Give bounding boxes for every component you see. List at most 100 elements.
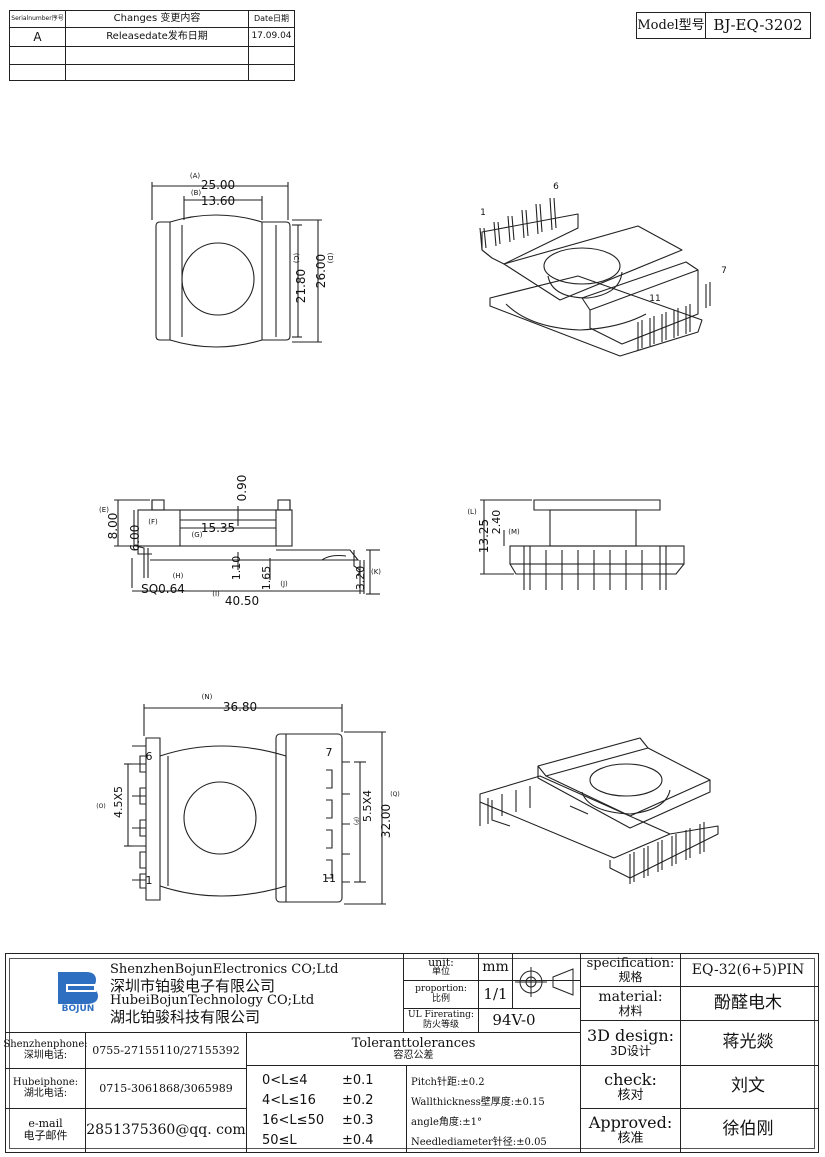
bojun-logo-text: BOJUN: [61, 1004, 95, 1015]
dim-110-value: 1.10: [230, 555, 244, 581]
check-value: 刘文: [731, 1076, 765, 1097]
company-cn-1: 深圳市铂骏电子有限公司: [110, 977, 276, 995]
tolerance-title-en: Toleranttolerances: [351, 1035, 476, 1051]
ul-label-cn: 防火等级: [422, 1019, 459, 1030]
row-change: Releasedate发布日期: [106, 30, 208, 42]
bojun-logo: BOJUN: [56, 970, 100, 1016]
bottom-pin-11-label: 11: [322, 872, 336, 886]
tolerance-range: 50≤L: [262, 1132, 297, 1148]
dim-l-value: 13.25: [476, 518, 491, 554]
proportion-label-cn: 比例: [431, 993, 450, 1004]
spec-label-en: specification:: [586, 955, 675, 971]
hb-phone-value: 0715-3061868/3065989: [99, 1081, 233, 1095]
pitch-note: Pitch针距:±0.2: [411, 1076, 485, 1088]
dim-o-value: 4.5X5: [112, 785, 126, 819]
dim-h-label: (H): [172, 572, 184, 581]
iso-pin-11-label: 11: [649, 294, 661, 305]
iso-pin-6-label: 6: [553, 182, 559, 193]
header-changes: Changes 变更内容: [113, 12, 201, 24]
needle-note: Needlediameter针径:±0.05: [411, 1136, 547, 1148]
material-label: material: 材料: [581, 987, 680, 1020]
dim-a-label: (A): [189, 172, 201, 181]
approved-label-en: Approved:: [588, 1112, 673, 1132]
top-view-drawing: [151, 182, 322, 348]
projection-symbol-icon: [515, 967, 574, 997]
unit-label-en: unit:: [428, 955, 454, 969]
spec-value: EQ-32(6+5)PIN: [691, 961, 805, 978]
bottom-view-drawing: [124, 704, 386, 905]
tolerance-row: 50≤L ±0.4: [262, 1130, 402, 1150]
dim-m-label: (M): [508, 528, 520, 537]
design-label-cn: 3D设计: [610, 1044, 651, 1059]
tolerance-range: 4<L≤16: [262, 1092, 316, 1108]
material-label-cn: 材料: [618, 1003, 643, 1018]
iso-pin-1-label: 1: [480, 208, 486, 219]
dim-m-value: 2.40: [490, 509, 504, 535]
dim-n-label: (N): [201, 693, 213, 702]
email-label-en: e-mail: [28, 1117, 63, 1131]
company-en-2: HubeiBojunTechnology CO;Ltd: [110, 993, 315, 1008]
tolerance-range: 0<L≤4: [262, 1072, 308, 1088]
ul-value: 94V-0: [492, 1010, 536, 1029]
bojun-logo-mark: [58, 972, 98, 1004]
iso-pin-7-label: 7: [721, 266, 727, 277]
bottom-pin-1-label: 1: [145, 874, 153, 888]
material-value: 酚醛电木: [714, 992, 782, 1013]
proportion-label-en: proportion:: [415, 984, 467, 995]
company-en-1: ShenzhenBojunElectronics CO;Ltd: [110, 962, 339, 977]
dim-l-label: (L): [467, 508, 477, 517]
side-view-drawing: [114, 499, 380, 595]
email-value: 2851375360@qq. com: [86, 1121, 246, 1138]
tolerance-title-cn: 容忍公差: [393, 1049, 434, 1061]
material-label-en: material:: [598, 988, 663, 1005]
angle-note: angle角度:±1°: [411, 1116, 483, 1128]
sz-phone-label-cn: 深圳电话:: [23, 1049, 68, 1061]
ul-label-en: UL Firerating:: [408, 1010, 474, 1021]
end-view-drawing: [480, 499, 685, 590]
hb-phone-label-cn: 湖北电话:: [23, 1087, 68, 1099]
email-label-cn: 电子邮件: [23, 1129, 68, 1142]
company-cn-2: 湖北铂骏科技有限公司: [110, 1008, 261, 1026]
dim-k-label: (K): [370, 568, 382, 577]
model-box-frame: [636, 12, 811, 39]
spec-label-cn: 规格: [618, 969, 643, 984]
unit-value: mm: [482, 958, 509, 975]
dim-p-value: 5.5X4: [361, 789, 375, 823]
tolerance-range: 16<L≤50: [262, 1112, 325, 1128]
approved-label-cn: 核准: [617, 1130, 644, 1146]
tolerance-value: ±0.4: [342, 1132, 374, 1148]
dim-j-value: 1.65: [260, 565, 274, 591]
check-label-cn: 核对: [617, 1087, 644, 1103]
check-label-en: check:: [604, 1069, 657, 1089]
unit-label: unit: 单位: [404, 954, 478, 980]
tolerance-title: Toleranttolerances 容忍公差: [247, 1033, 580, 1065]
dim-f-label: (F): [148, 518, 158, 527]
tolerance-value: ±0.3: [342, 1112, 374, 1128]
proportion-value: 1/1: [483, 984, 508, 1003]
design-label: 3D design: 3D设计: [581, 1021, 680, 1065]
revision-table-grid: [9, 10, 295, 81]
dim-q-value: 32.00: [378, 803, 393, 839]
dim-d-value: 26.00: [313, 253, 328, 289]
dim-090-value: 0.90: [234, 474, 249, 502]
tolerance-row: 0<L≤4 ±0.1: [262, 1070, 402, 1090]
dim-f-value: 6.00: [127, 524, 142, 552]
wall-note: Wallthickness壁厚度:±0.15: [411, 1096, 545, 1108]
model-value: BJ-EQ-3202: [713, 15, 803, 34]
header-date: Date日期: [253, 13, 290, 23]
proportion-label: proportion: 比例: [404, 981, 478, 1008]
email-label: e-mail 电子邮件: [6, 1109, 85, 1151]
ul-label: UL Firerating: 防火等级: [404, 1009, 478, 1032]
dim-p-label: (P): [352, 816, 360, 826]
hb-phone-label: Hubeiphone: 湖北电话:: [6, 1069, 85, 1108]
dim-h-value: SQ0.64: [141, 581, 185, 596]
model-label: Model型号: [637, 17, 705, 33]
sz-phone-label: Shenzhenphone: 深圳电话:: [3, 1033, 87, 1068]
dim-b-value: 13.60: [200, 193, 236, 208]
dim-k-value: 3.20: [354, 565, 368, 591]
dim-q-label: (Q): [390, 790, 400, 798]
row-serial: A: [33, 29, 42, 44]
hb-phone-label-en: Hubeiphone:: [12, 1077, 79, 1088]
spec-label: specification: 规格: [581, 954, 680, 986]
approved-label: Approved: 核准: [581, 1109, 680, 1151]
